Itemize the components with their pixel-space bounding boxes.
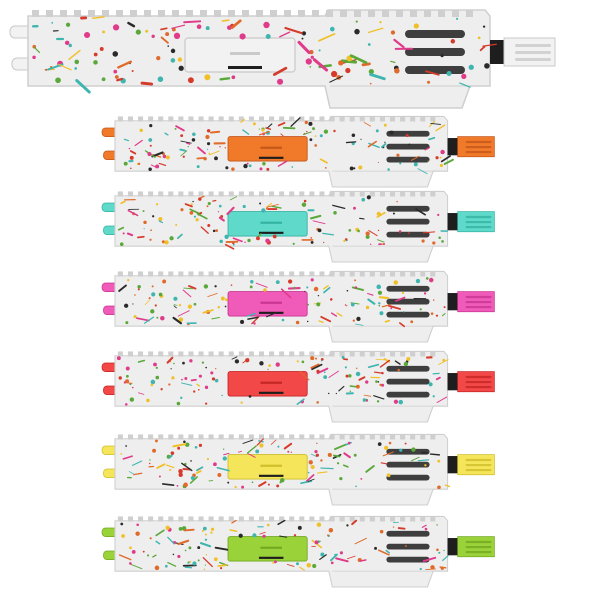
handguard-slot — [386, 530, 430, 537]
upper-receiver-illustration — [9, 9, 556, 109]
handguard-slot — [386, 143, 430, 150]
upper-receiver-illustration — [101, 433, 495, 506]
barrel — [447, 293, 458, 311]
paint-splatter — [123, 117, 454, 175]
paint-splatter — [118, 277, 446, 328]
upper-receiver-illustration — [101, 115, 495, 188]
handguard-slot — [386, 448, 430, 455]
handguard-slot — [405, 30, 465, 38]
barrel — [490, 40, 504, 64]
upper-receiver-white — [9, 8, 560, 118]
upper-receiver-green — [101, 515, 498, 594]
handguard-slot — [386, 543, 430, 550]
handguard-slot — [386, 231, 430, 238]
handguard-slot — [386, 130, 430, 137]
barrel — [447, 456, 458, 474]
paint-splatter — [31, 16, 497, 94]
upper-receiver-yellow — [101, 433, 498, 512]
handguard-slot — [386, 205, 430, 212]
upper-receiver-red — [101, 350, 498, 429]
upper-receiver-illustration — [101, 270, 495, 343]
handguard-slot — [386, 298, 430, 305]
paint-splatter — [120, 438, 451, 490]
upper-receiver-pink — [101, 270, 498, 349]
handguard-slot — [386, 156, 430, 163]
upper-receiver-teal — [101, 190, 498, 269]
paint-splatter — [117, 195, 448, 250]
handguard-slot — [386, 391, 430, 398]
upper-receiver-illustration — [101, 190, 495, 263]
handguard-slot — [386, 365, 430, 372]
barrel — [447, 373, 458, 391]
barrel — [447, 538, 458, 556]
handguard-slot — [386, 311, 430, 318]
barrel — [447, 213, 458, 231]
handguard-slot — [405, 66, 465, 74]
paint-splatter — [118, 519, 449, 571]
upper-receiver-illustration — [101, 350, 495, 423]
handguard-slot — [386, 378, 430, 385]
handguard-slot — [386, 218, 430, 225]
barrel — [447, 138, 458, 156]
upper-receiver-illustration — [101, 515, 495, 588]
handguard-slot — [386, 474, 430, 481]
handguard-slot — [405, 48, 465, 56]
paint-splatter — [116, 355, 449, 406]
handguard-slot — [386, 556, 430, 563]
handguard-slot — [386, 285, 430, 292]
handguard-slot — [386, 461, 430, 468]
upper-receiver-orange — [101, 115, 498, 194]
